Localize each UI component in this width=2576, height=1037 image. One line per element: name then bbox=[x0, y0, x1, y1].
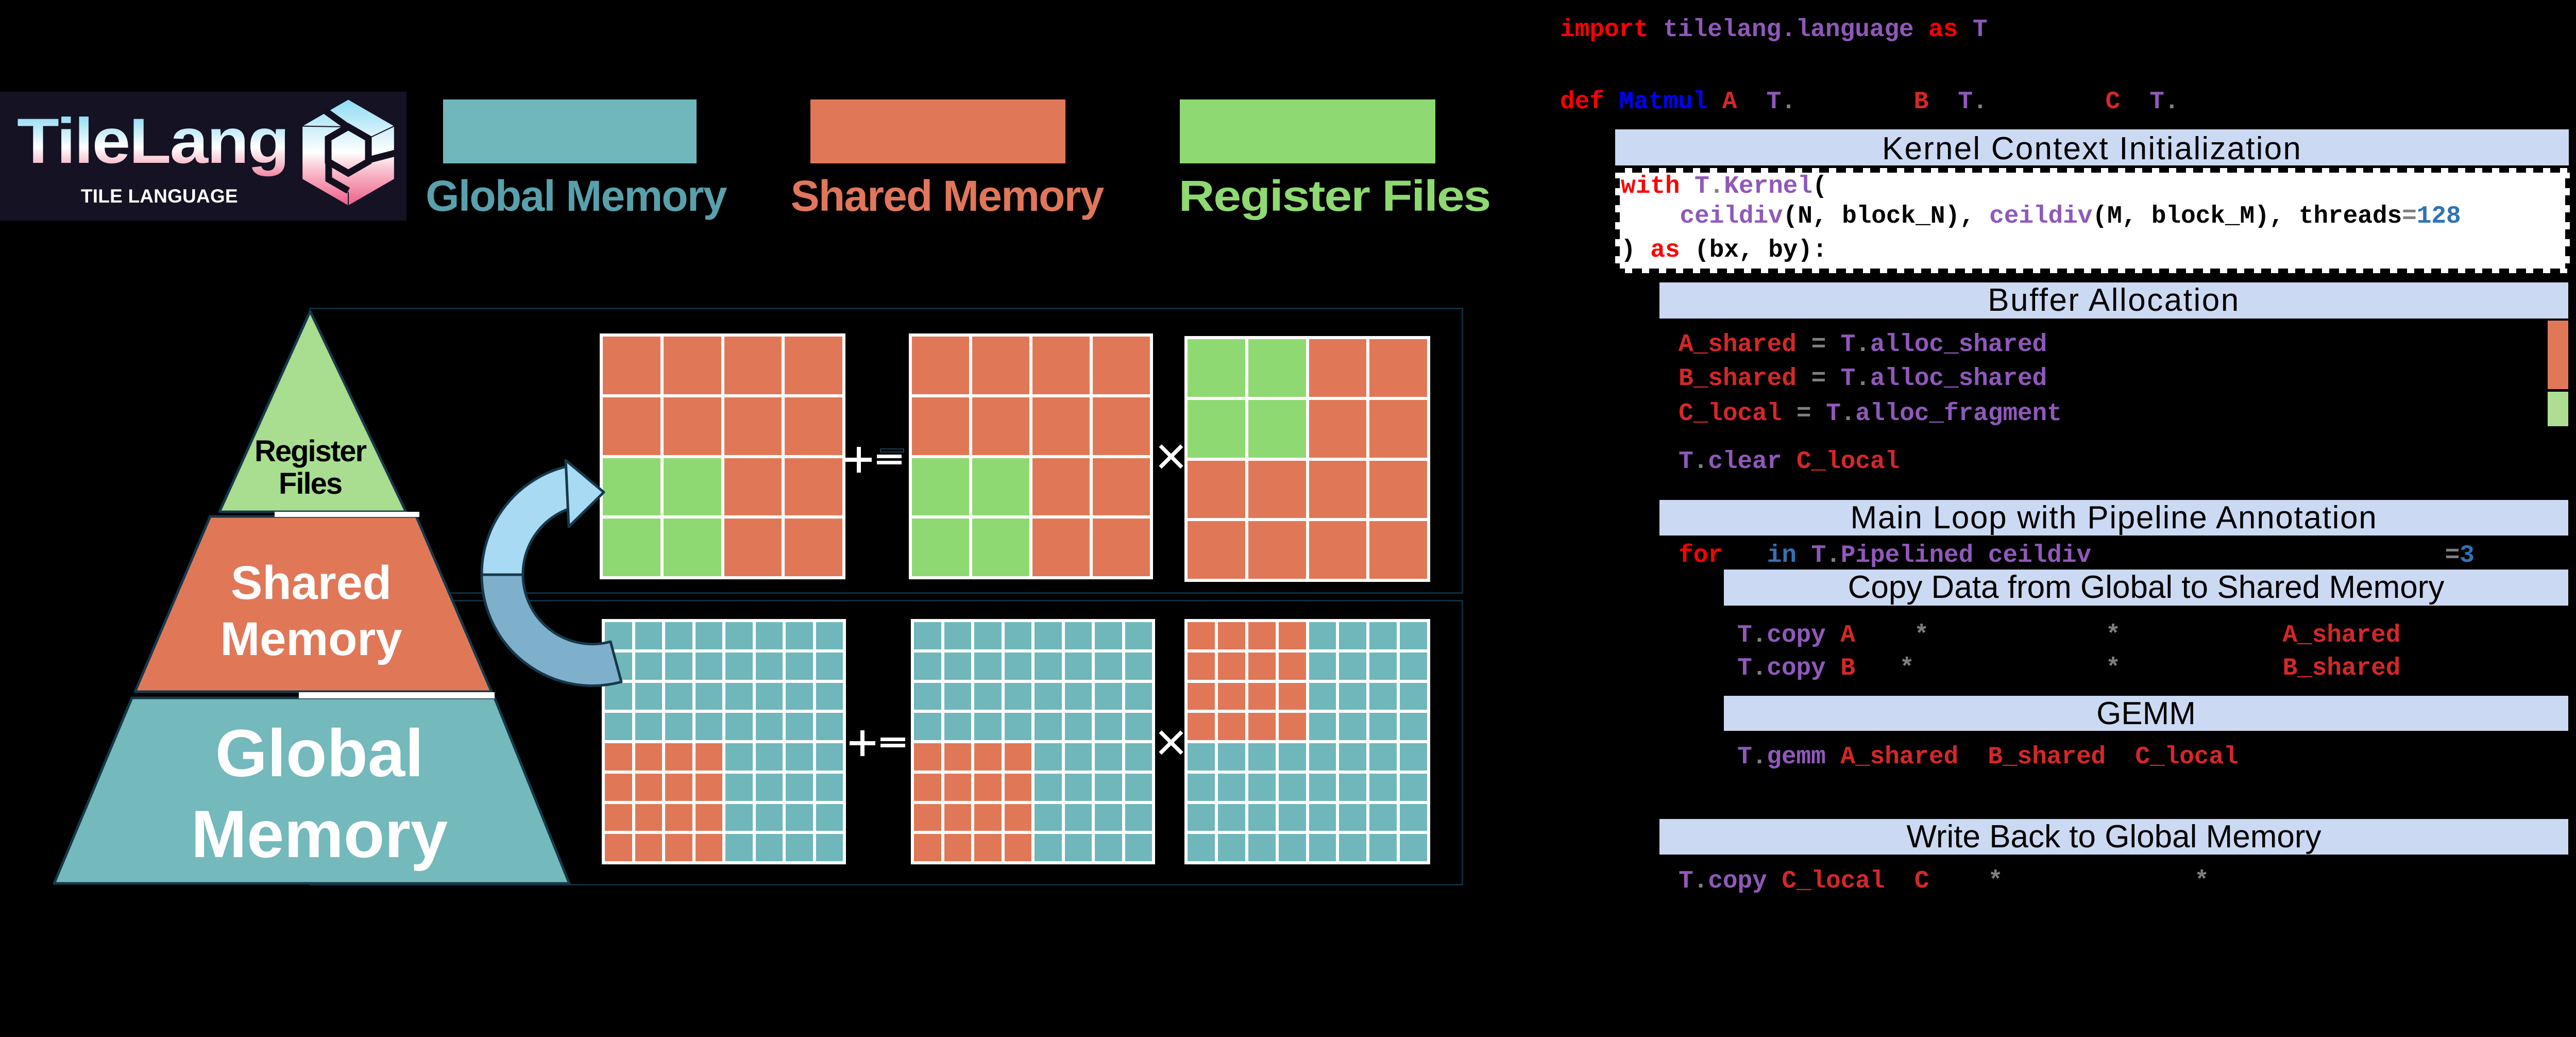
svg-text:Files: Files bbox=[279, 467, 342, 500]
svg-text:Memory: Memory bbox=[191, 796, 448, 872]
svg-text:Memory: Memory bbox=[221, 613, 402, 665]
svg-text:Global: Global bbox=[215, 715, 423, 791]
svg-text:Shared: Shared bbox=[231, 557, 392, 609]
svg-text:Register: Register bbox=[255, 434, 367, 468]
